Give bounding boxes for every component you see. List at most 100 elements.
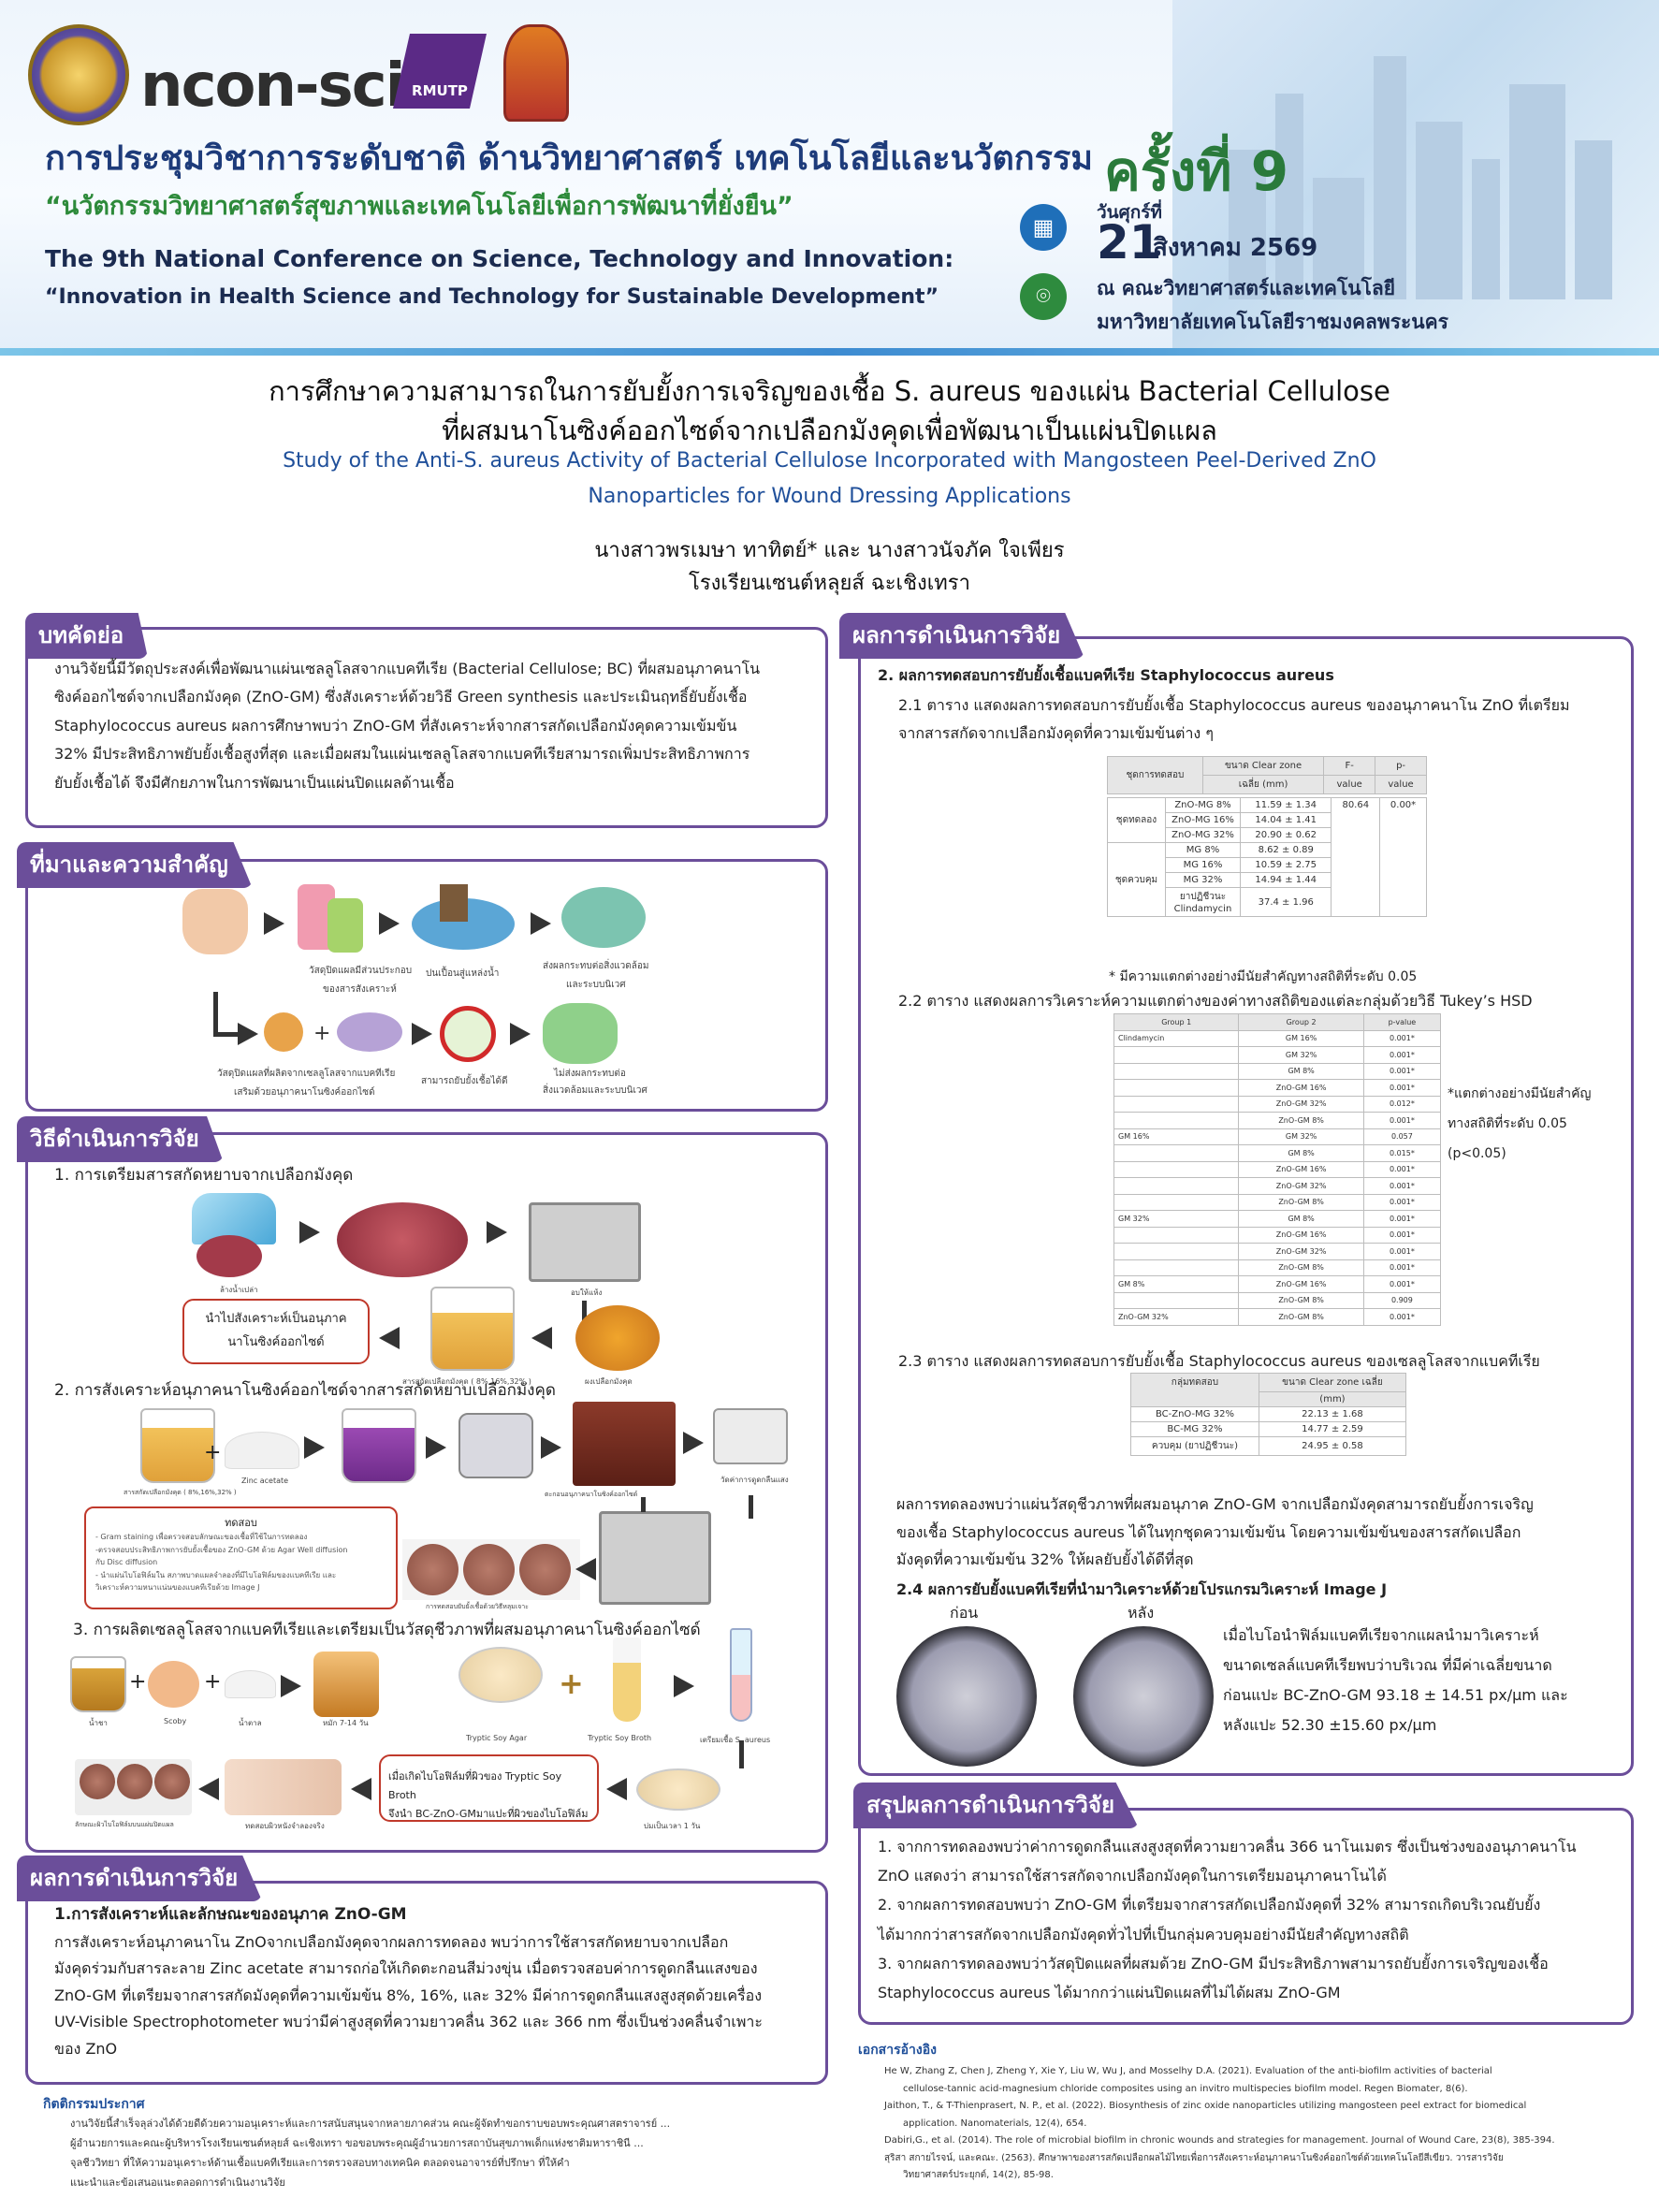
t21-cell: 8.62 ± 0.89 <box>1239 842 1332 858</box>
t21-header: value <box>1323 775 1376 794</box>
table21-caption: 2.1 ตาราง แสดงผลการทดสอบการยับยั้งเชื้อ … <box>898 696 1570 714</box>
t22-cell: 0.057 <box>1362 1128 1442 1145</box>
methods-heading: วิธีดำเนินการวิจัย <box>17 1116 224 1162</box>
t22-cell: ZnO-GM 16% <box>1238 1160 1364 1178</box>
mangosteen-powder-icon <box>264 1012 303 1052</box>
t23-cell: BC-ZnO-MG 32% <box>1130 1406 1259 1422</box>
t22-cell: 0.001* <box>1362 1079 1442 1097</box>
connector-line <box>641 1497 646 1512</box>
incubator-icon <box>599 1511 711 1605</box>
t22-cell: 0.001* <box>1362 1259 1442 1276</box>
t22-cell: ZnO-GM 8% <box>1238 1308 1364 1326</box>
table-2-3: กลุ่มทดสอบขนาด Clear zone เฉลี่ย (mm) BC… <box>1130 1373 1407 1456</box>
t21-cell: 20.90 ± 0.62 <box>1239 827 1332 843</box>
t21-cell: 0.00* <box>1379 797 1427 917</box>
t21-group: ชุดควบคุม <box>1107 842 1166 917</box>
recycle-ecosystem-icon <box>543 1003 618 1064</box>
no-bacteria-icon <box>440 1006 496 1062</box>
table-row: GM 32%0.001* <box>1113 1046 1442 1064</box>
edition-label: ครั้งที่ 9 <box>1104 139 1289 203</box>
zinc-powder-icon <box>337 1012 402 1052</box>
title-th-line-1: การศึกษาความสามารถในการยับยั้งการเจริญขอ… <box>269 375 1390 407</box>
t22-cell <box>1113 1062 1240 1080</box>
spectrophotometer-icon <box>713 1408 788 1464</box>
bg-label: สามารถยับยั้งเชื้อได้ดี <box>421 1076 508 1086</box>
s3-label: บ่มเป็นเวลา 1 วัน <box>644 1822 701 1830</box>
t22-cell: GM 8% <box>1113 1275 1240 1293</box>
t21-cell: ยาปฏิชีวนะ Clindamycin <box>1165 887 1241 917</box>
t22-cell: 0.909 <box>1362 1291 1442 1309</box>
table-row: GM 8%ZnO-GM 16%0.001* <box>1113 1275 1442 1293</box>
results-2-summary: ผลการทดลองพบว่าแผ่นวัสดุชีวภาพที่ผสมอนุภ… <box>896 1495 1534 1569</box>
t22-cell: ZnO-GM 8% <box>1238 1112 1364 1129</box>
arrow-icon <box>531 912 551 935</box>
arrow-left-icon <box>575 1558 596 1580</box>
bg-label: สิ่งแวดล้อมและระบบนิเวศ <box>543 1085 648 1096</box>
plus-icon: + <box>204 1441 222 1464</box>
arrow-left-icon <box>198 1778 219 1800</box>
title-en-line-1: Study of the Anti-S. aureus Activity of … <box>283 449 1376 473</box>
table-row: ZnO-GM 8%0.001* <box>1113 1193 1442 1211</box>
t22-cell: 0.001* <box>1362 1062 1442 1080</box>
table-row: GM 32%GM 8%0.001* <box>1113 1210 1442 1228</box>
t22-cell: 0.012* <box>1362 1095 1442 1113</box>
t22-cell: Clindamycin <box>1113 1029 1240 1047</box>
t21-header: ขนาด Clear zone <box>1201 756 1325 776</box>
t22-header: Group 1 <box>1113 1013 1240 1031</box>
results-left-heading: ผลการดำเนินการวิจัย <box>17 1855 263 1901</box>
table23-caption: 2.3 ตาราง แสดงผลการทดสอบการยับยั้งเชื้อ … <box>898 1352 1540 1370</box>
results-24-text: เมื่อไบโอนำฟิล์มแบคทีเรียจากแผลนำมาวิเคร… <box>1223 1626 1568 1734</box>
t22-cell: 0.001* <box>1362 1046 1442 1064</box>
connector-line <box>739 1740 744 1768</box>
references-heading: เอกสารอ้างอิง <box>858 2043 937 2058</box>
table-row: ZnO-GM 8%0.001* <box>1113 1112 1442 1129</box>
method-step-3: 3. การผลิตเซลลูโลสจากแบคทีเรียและเตรียมเ… <box>73 1621 701 1639</box>
t22-cell: ZnO-GM 16% <box>1238 1275 1364 1293</box>
t21-header: p- <box>1375 756 1427 776</box>
mangosteen-peel-icon <box>196 1235 262 1277</box>
title-en-line-2: Nanoparticles for Wound Dressing Applica… <box>588 485 1071 508</box>
t22-cell <box>1113 1144 1240 1162</box>
t21-cell: ZnO-MG 32% <box>1165 827 1241 843</box>
s1-label: ผงเปลือกมังคุด <box>585 1377 633 1386</box>
table-row: ZnO-GM 16%0.001* <box>1113 1079 1442 1097</box>
extract-beaker-icon <box>430 1287 515 1371</box>
s2-label: การทดสอบยับยั้งเชื้อด้วยวิธีหลุมเจาะ <box>426 1603 529 1610</box>
t21-cell: MG 8% <box>1165 842 1241 858</box>
arrow-left-icon <box>379 1327 400 1349</box>
s3-label: เตรียมเชื้อ S. aureus <box>700 1736 771 1744</box>
t22-cell: ZnO-GM 8% <box>1238 1291 1364 1309</box>
t23-cell: 22.13 ± 1.68 <box>1258 1406 1407 1422</box>
s3-label: น้ำชา <box>89 1719 108 1727</box>
t22-cell: GM 32% <box>1113 1210 1240 1228</box>
bg-label: วัสดุปิดแผลที่ผลิตจากเซลลูโลสจากแบคทีเรี… <box>217 1069 396 1079</box>
conclusion-box <box>858 1808 1634 2025</box>
t22-cell: GM 8% <box>1238 1210 1364 1228</box>
ncon-sci-logo: ncon-sci <box>140 51 406 121</box>
bg-label: ของสารสังเคราะห์ <box>323 984 397 995</box>
arrow-left-icon <box>351 1778 371 1800</box>
fermentation-jar-icon <box>313 1652 379 1717</box>
s3-label: Scoby <box>164 1717 187 1725</box>
t21-cell: 37.4 ± 1.96 <box>1239 887 1332 917</box>
bg-label: และระบบนิเวศ <box>566 980 626 990</box>
arrow-left-icon <box>606 1778 627 1800</box>
t22-cell: ZnO-GM 32% <box>1238 1243 1364 1260</box>
sliced-peel-icon <box>337 1202 468 1277</box>
s3-label: ลักษณะผิวไบโอฟิล์มบนแผ่นปิดแผล <box>75 1821 174 1828</box>
t22-cell: GM 32% <box>1238 1128 1364 1145</box>
school-crest-logo <box>503 24 569 122</box>
tea-beaker-icon <box>70 1656 126 1712</box>
table-row: ZnO-GM 8%0.909 <box>1113 1291 1442 1309</box>
s3-label: ทดสอบผิวหนังจำลองจริง <box>245 1822 325 1830</box>
t22-cell: GM 16% <box>1238 1029 1364 1047</box>
authors: นางสาวพรเมษา ทาทิตย์* และ นางสาวนัจภัค ใ… <box>594 539 1065 562</box>
background-box <box>25 859 828 1112</box>
table-row: ZnO-GM 16%0.001* <box>1113 1226 1442 1244</box>
bg-label: วัสดุปิดแผลมีส่วนประกอบ <box>309 966 413 976</box>
s3-label: น้ำตาล <box>239 1719 262 1727</box>
t22-header: Group 2 <box>1238 1013 1364 1031</box>
sugar-icon <box>225 1670 276 1698</box>
t21-header: ชุดการทดสอบ <box>1107 756 1203 794</box>
